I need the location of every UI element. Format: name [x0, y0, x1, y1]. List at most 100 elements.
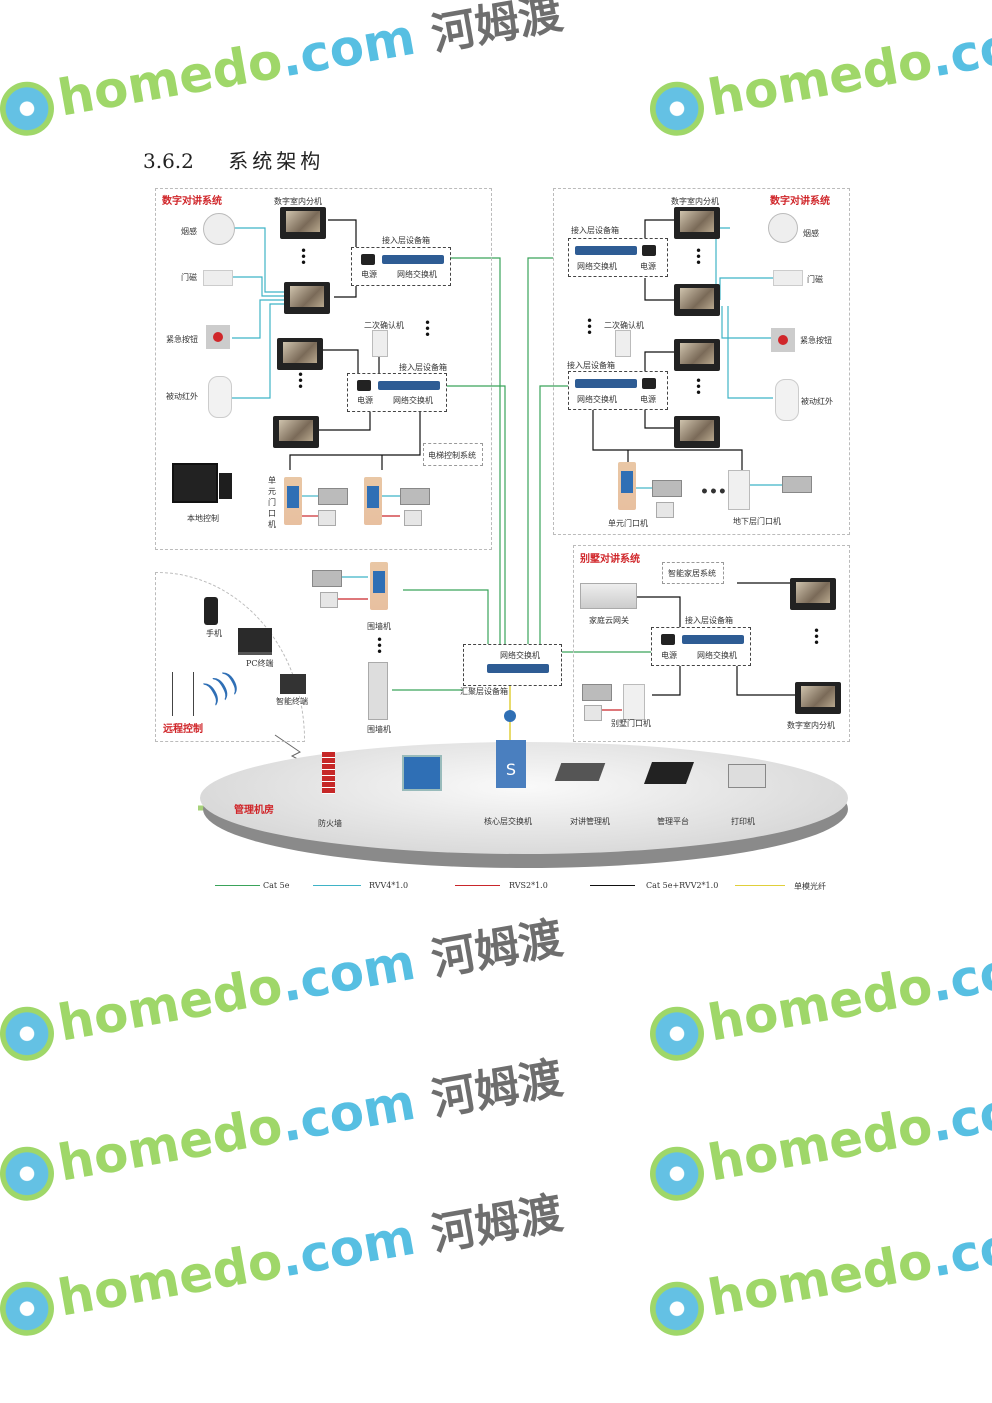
electric-lock-icon — [400, 488, 430, 505]
intercom-manager-label: 对讲管理机 — [570, 817, 610, 826]
phone-icon — [219, 473, 232, 499]
network-switch-icon — [682, 635, 744, 644]
left-system-title: 数字对讲系统 — [162, 196, 222, 207]
more-dots-icon: ••• — [297, 368, 305, 394]
right-intercom-panel — [553, 188, 850, 535]
emergency-button-icon — [206, 325, 230, 349]
smart-home-box: 智能家居系统 — [662, 562, 724, 584]
access-box-label: 接入层设备箱 — [685, 616, 733, 625]
smoke-detector-icon — [768, 213, 798, 243]
printer-label: 打印机 — [731, 817, 755, 826]
access-box-label: 接入层设备箱 — [382, 236, 430, 245]
access-box-label: 接入层设备箱 — [567, 361, 615, 370]
cell-tower-icon — [172, 672, 194, 716]
printer-icon — [728, 764, 766, 788]
smoke-label: 烟感 — [803, 229, 819, 238]
more-dots-icon: ••• — [300, 244, 308, 270]
more-dots-icon: ••• — [424, 316, 432, 342]
management-platform-icon — [643, 762, 695, 784]
left-indoor-unit-label: 数字室内分机 — [274, 197, 322, 206]
more-dots-icon: ••• — [695, 374, 703, 400]
exit-button-icon — [318, 510, 336, 526]
access-box-label: 接入层设备箱 — [571, 226, 619, 235]
legend-label: Cat 5e+RVV2*1.0 — [646, 881, 719, 890]
exit-button-icon — [320, 592, 338, 608]
door-station-icon — [284, 477, 302, 525]
mobile-phone-icon — [204, 597, 218, 625]
network-switch-icon — [382, 255, 444, 264]
power-supply-icon — [642, 378, 656, 389]
door-station-icon — [364, 477, 382, 525]
villa-door-station-icon — [623, 684, 645, 720]
legend-label: RVS2*1.0 — [509, 881, 548, 890]
emergency-label: 紧急按钮 — [166, 335, 198, 344]
intercom-manager-icon — [554, 763, 606, 781]
switch-label: 网络交换机 — [397, 270, 437, 279]
legend-label: RVV4*1.0 — [369, 881, 409, 890]
management-platform-label: 管理平台 — [657, 817, 689, 826]
indoor-monitor-icon — [674, 284, 720, 316]
legend-label: Cat 5e — [263, 881, 290, 890]
electric-lock-icon — [582, 684, 612, 701]
wall-unit-icon — [370, 562, 388, 610]
access-box: 网络交换机 电源 — [568, 371, 668, 410]
pc-terminal-label: PC终端 — [246, 659, 274, 668]
indoor-monitor-icon — [795, 682, 841, 714]
laptop-icon — [238, 628, 272, 655]
legend-line-green — [215, 885, 260, 886]
legend-line-red — [455, 885, 500, 886]
indoor-monitor-icon — [674, 207, 720, 239]
control-room-title: 管理机房 — [234, 805, 274, 816]
legend-label: 单模光纤 — [794, 882, 826, 891]
indoor-monitor-icon — [277, 338, 323, 370]
remote-control-title: 远程控制 — [163, 724, 203, 735]
electric-lock-icon — [318, 488, 348, 505]
smart-terminal-label: 智能终端 — [276, 697, 308, 706]
indoor-monitor-icon — [790, 578, 836, 610]
door-sensor-label: 门磁 — [181, 273, 197, 282]
power-supply-icon — [661, 634, 675, 645]
indoor-monitor-icon — [273, 416, 319, 448]
confirm-unit-icon — [615, 330, 631, 357]
agg-switch-label: 网络交换机 — [500, 651, 540, 660]
electric-lock-icon — [312, 570, 342, 587]
network-switch-icon — [575, 246, 637, 255]
exit-button-icon — [656, 502, 674, 518]
more-dots-icon: ••• — [813, 624, 821, 650]
more-dots-icon: ••• — [700, 484, 727, 500]
section-heading: 3.6.2 系统架构 — [143, 145, 324, 174]
power-label: 电源 — [357, 396, 373, 405]
firewall-icon — [322, 752, 335, 794]
access-box: 电源 网络交换机 — [651, 627, 751, 666]
phone-label: 手机 — [206, 629, 222, 638]
tablet-icon — [172, 463, 218, 503]
villa-door-label: 别墅门口机 — [611, 719, 651, 728]
network-switch-icon — [487, 664, 549, 673]
indoor-monitor-icon — [674, 416, 720, 448]
wall-unit-label: 围墙机 — [367, 622, 391, 631]
smart-terminal-icon — [280, 674, 306, 694]
switch-label: 网络交换机 — [577, 395, 617, 404]
switch-label: 网络交换机 — [697, 651, 737, 660]
door-sensor-label: 门磁 — [807, 275, 823, 284]
wall-unit-label: 围墙机 — [367, 725, 391, 734]
core-switch-icon: S — [496, 740, 526, 788]
electric-lock-icon — [652, 480, 682, 497]
power-supply-icon — [642, 245, 656, 256]
villa-intercom-panel — [573, 545, 850, 742]
exit-button-icon — [584, 705, 602, 721]
more-dots-icon: ••• — [586, 314, 594, 340]
power-label: 电源 — [640, 395, 656, 404]
emergency-label: 紧急按钮 — [800, 336, 832, 345]
smoke-label: 烟感 — [181, 227, 197, 236]
legend-line-teal — [313, 885, 361, 886]
power-label: 电源 — [361, 270, 377, 279]
indoor-monitor-icon — [280, 207, 326, 239]
legend-line-yellow — [735, 885, 785, 886]
access-box: 网络交换机 电源 — [568, 238, 668, 277]
power-supply-icon — [361, 254, 375, 265]
elevator-control-box: 电梯控制系统 — [423, 443, 483, 466]
network-switch-icon — [575, 379, 637, 388]
core-switch-label: 核心层交换机 — [484, 817, 532, 826]
right-system-title: 数字对讲系统 — [770, 196, 830, 207]
